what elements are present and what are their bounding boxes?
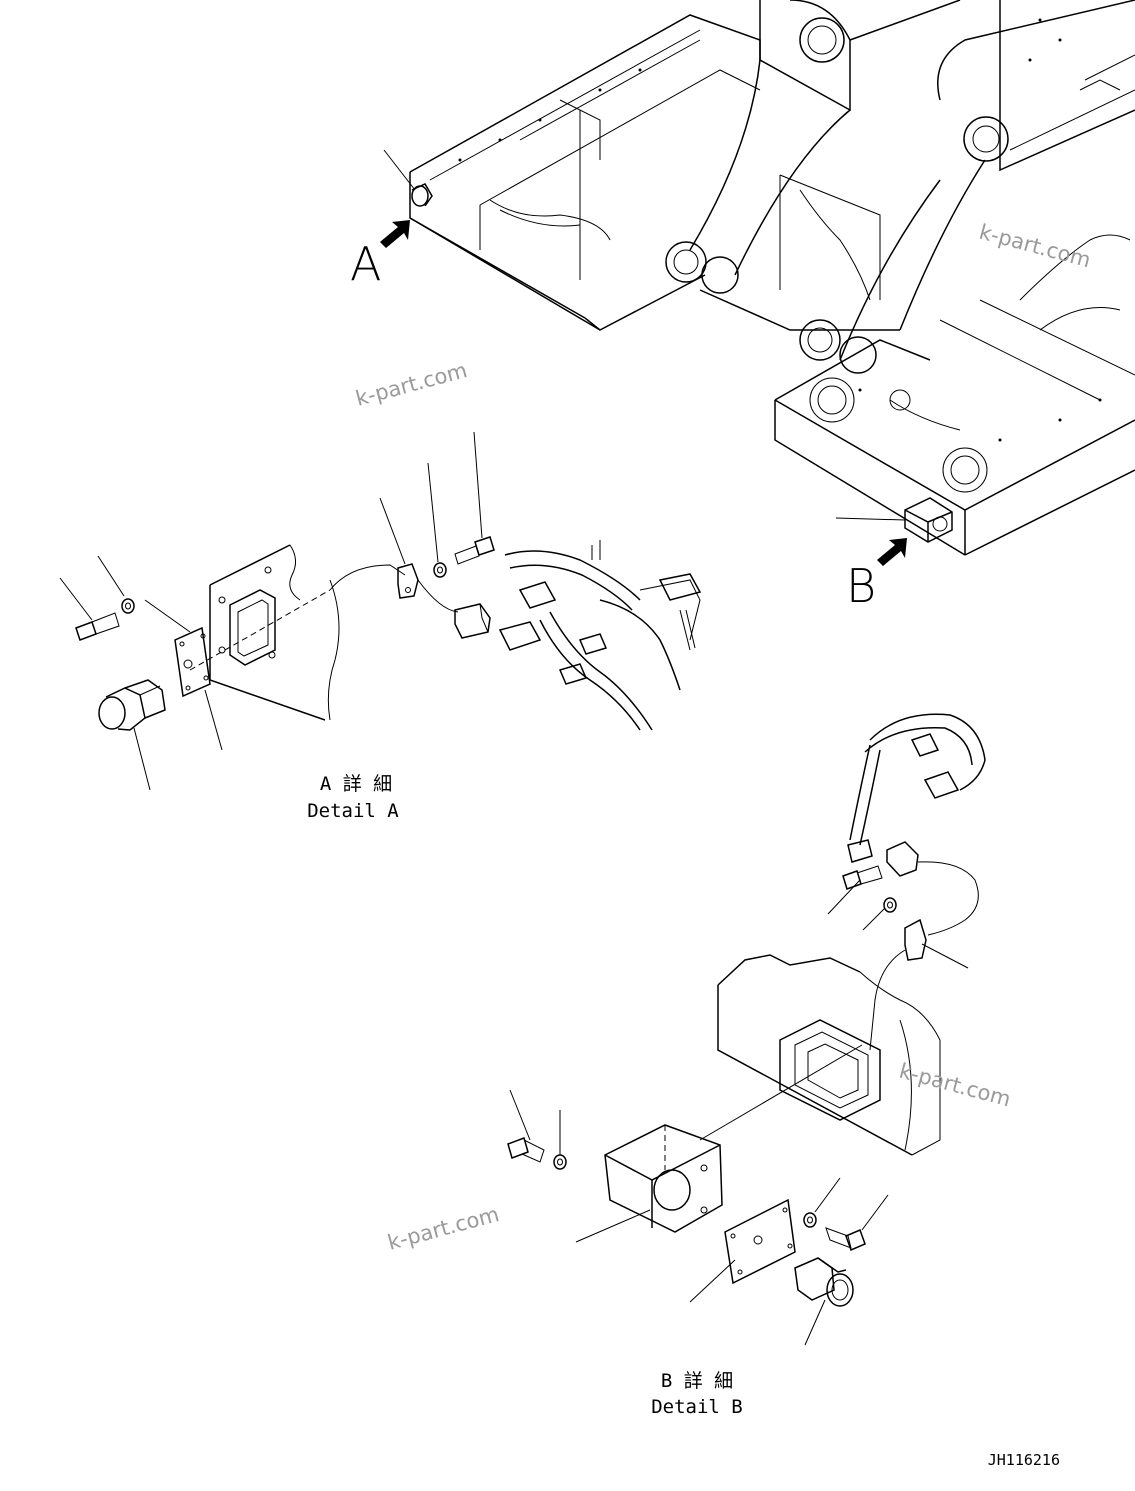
callout-a-label: A <box>350 237 381 291</box>
watermark-2: k-part.com <box>353 358 470 411</box>
callout-b-arrow <box>877 538 907 566</box>
detail-a-drawing <box>59 431 702 791</box>
machine-frame <box>383 0 1135 556</box>
callout-b-label: B <box>846 559 876 613</box>
watermark-3: k-part.com <box>897 1059 1014 1112</box>
watermark-4: k-part.com <box>385 1202 502 1255</box>
detail-a-title-jp: A 詳 細 <box>320 773 392 795</box>
detail-b-drawing <box>507 713 986 1346</box>
detail-b-title-en: Detail B <box>651 1396 743 1418</box>
watermark-1: k-part.com <box>977 220 1094 273</box>
drawing-code: JH116216 <box>988 1451 1060 1469</box>
detail-b-title-jp: B 詳 細 <box>661 1370 733 1392</box>
callout-a-arrow <box>380 220 410 248</box>
detail-a-title-en: Detail A <box>307 800 399 822</box>
